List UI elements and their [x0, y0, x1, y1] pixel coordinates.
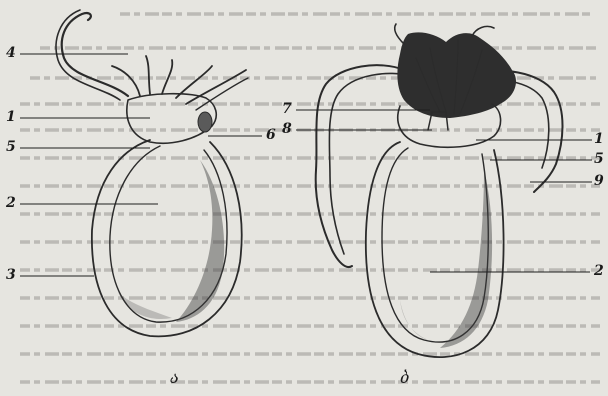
- label-8-right: 8: [282, 122, 292, 136]
- label-2-right: 2: [594, 264, 604, 278]
- background-text-lines: [20, 14, 600, 382]
- label-5-left: 5: [6, 140, 16, 154]
- label-4-left: 4: [6, 46, 16, 60]
- caption-right: ბ: [400, 370, 409, 386]
- right-cuttlefish-drawing: [316, 24, 563, 357]
- left-cuttlefish-drawing: [56, 10, 248, 336]
- label-1-right: 1: [594, 132, 604, 146]
- label-3-left: 3: [6, 268, 16, 282]
- label-2-left: 2: [6, 196, 16, 210]
- label-1-left: 1: [6, 110, 16, 124]
- label-6-left: 6: [266, 128, 276, 142]
- label-7-right: 7: [282, 102, 292, 116]
- label-5-right: 5: [594, 152, 604, 166]
- caption-left: ა: [170, 370, 179, 386]
- label-9-right: 9: [594, 174, 604, 188]
